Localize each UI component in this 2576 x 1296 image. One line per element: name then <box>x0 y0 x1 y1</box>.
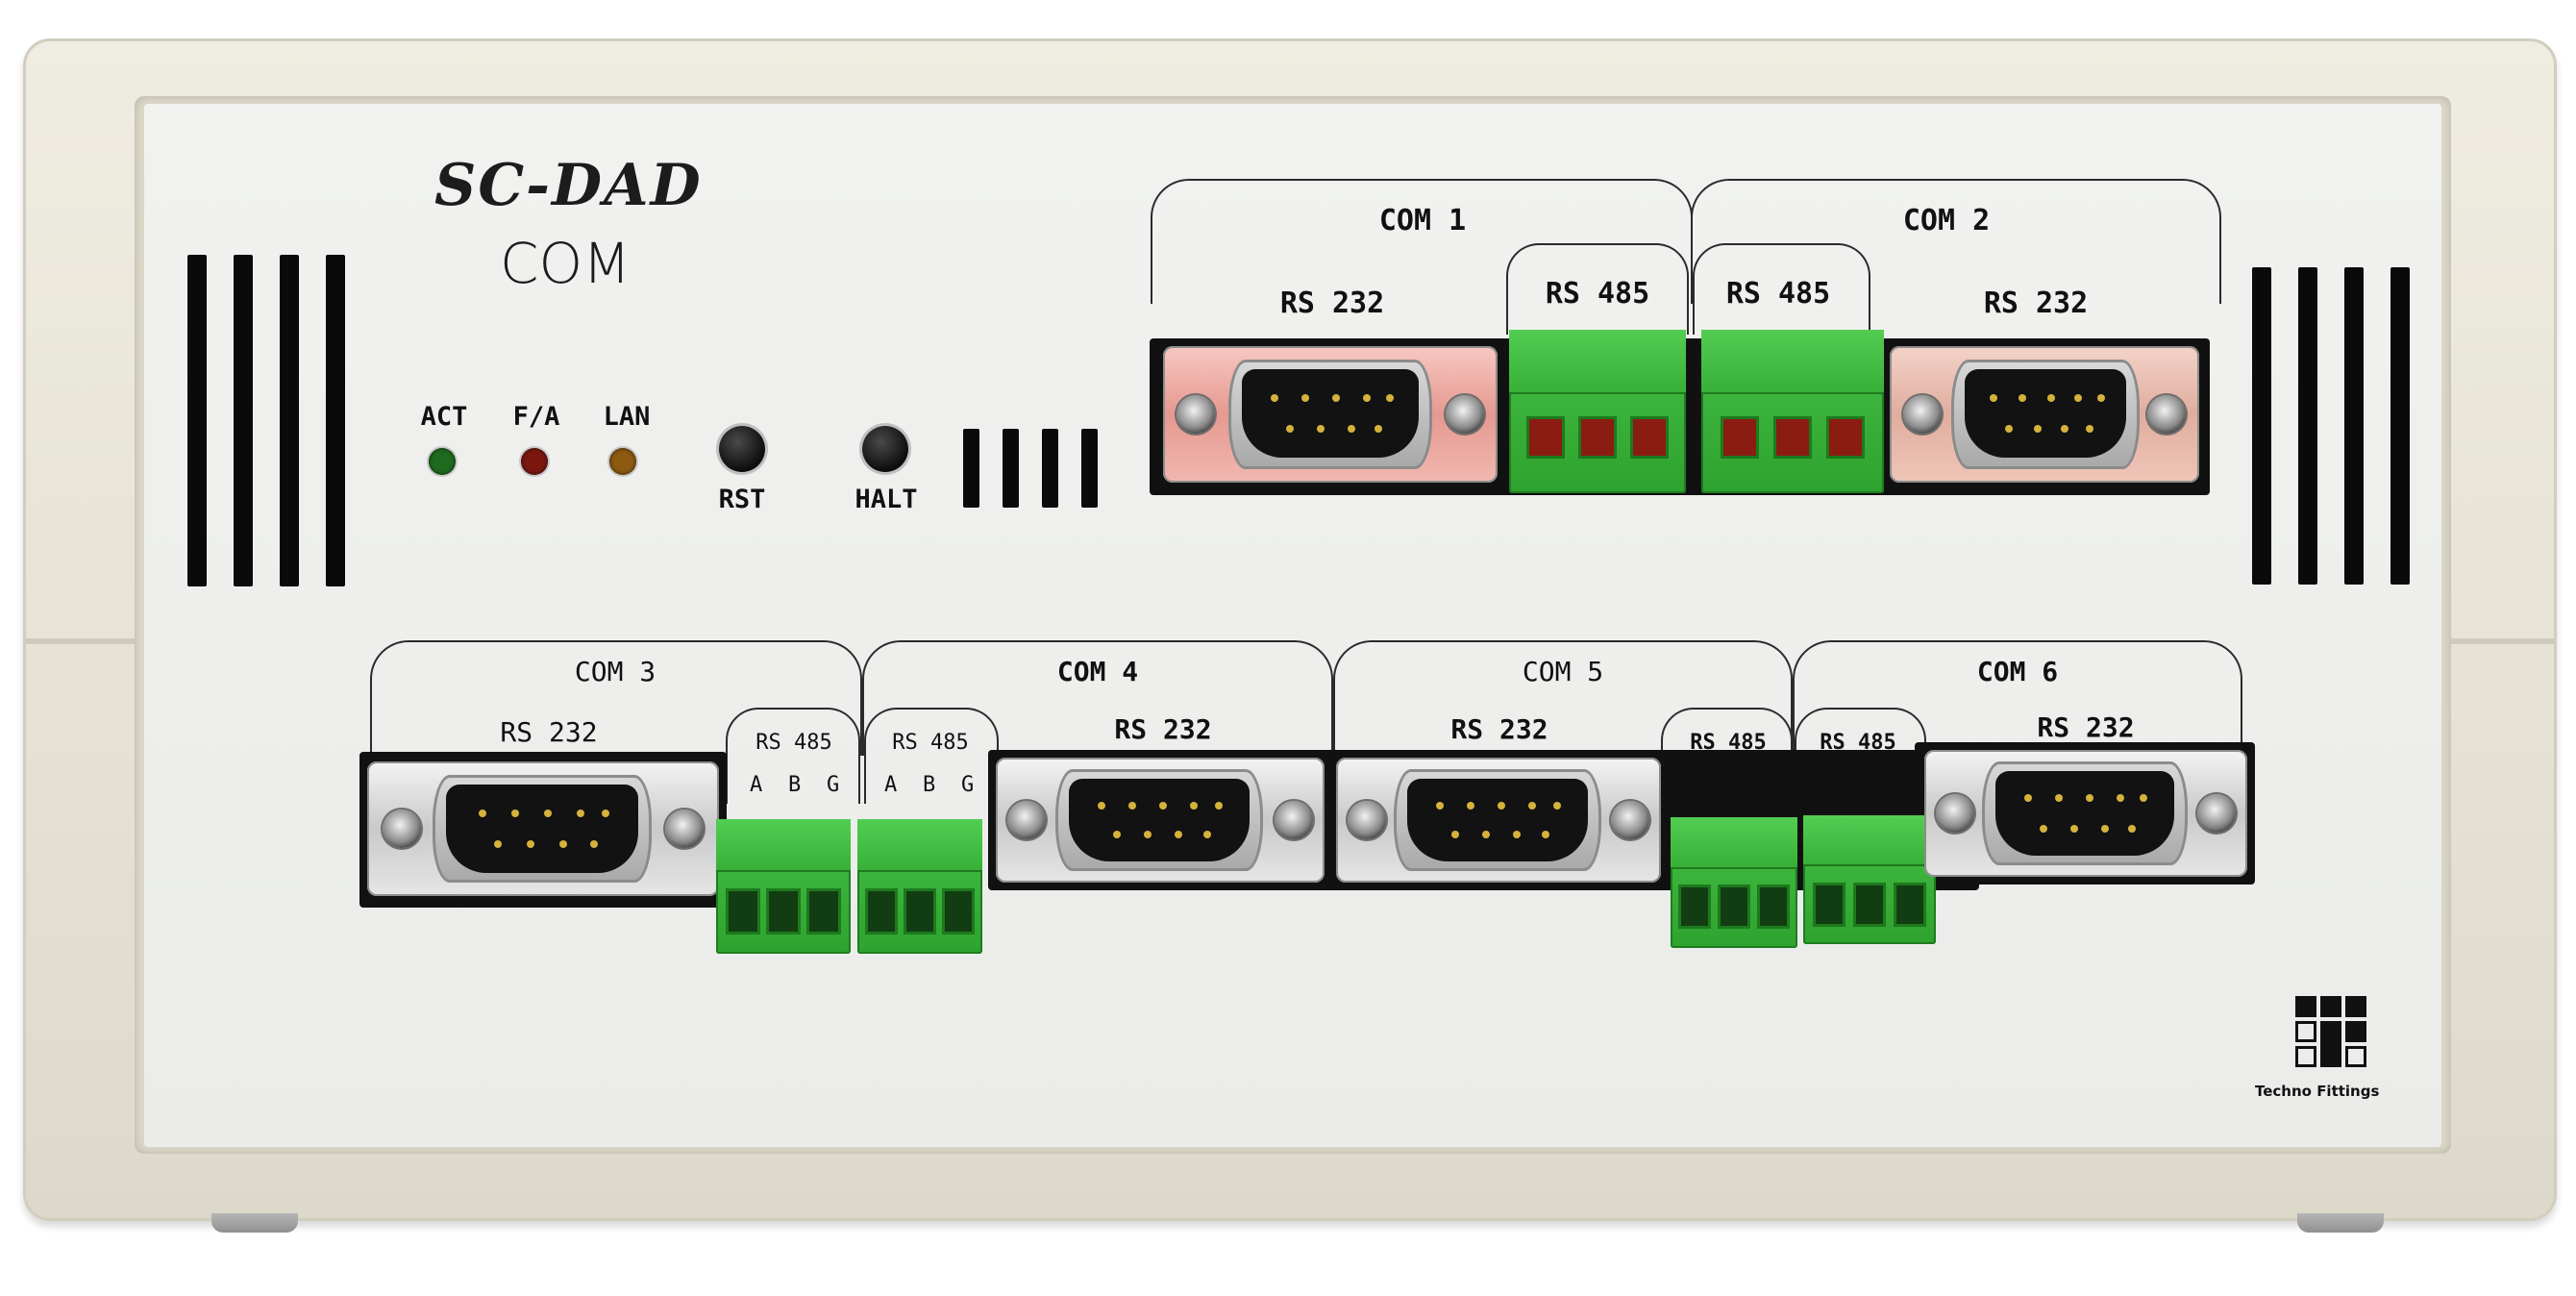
screw-icon <box>1903 395 1942 434</box>
screw-icon <box>2147 395 2186 434</box>
com2-rs485-terminal[interactable] <box>1701 330 1884 493</box>
com4-label: COM 4 <box>1056 656 1139 687</box>
com2-bracket <box>1691 179 2221 304</box>
com4-rs232-connector[interactable] <box>996 758 1325 883</box>
com4-rs485-terminal[interactable] <box>857 819 982 954</box>
com1-rs485-label: RS 485 <box>1545 277 1650 311</box>
model-subtitle: COM <box>500 231 632 296</box>
led-label-fa: F/A <box>512 402 560 432</box>
com6-rs485-terminal[interactable] <box>1803 815 1936 944</box>
com5-label: COM 5 <box>1522 656 1604 687</box>
reset-button[interactable] <box>719 426 765 472</box>
com6-rs232-connector[interactable] <box>1924 750 2247 877</box>
com5-rs485-terminal[interactable] <box>1671 817 1797 948</box>
com2-label: COM 2 <box>1902 204 1991 237</box>
com4-pin-g: G <box>961 773 975 797</box>
com1-rs232-connector[interactable] <box>1163 346 1498 483</box>
screw-icon <box>1007 801 1046 839</box>
com3-pin-b: B <box>788 773 802 797</box>
com3-rs232-connector[interactable] <box>367 761 719 896</box>
screw-icon <box>1275 801 1313 839</box>
led-label-act: ACT <box>420 402 468 432</box>
com5-bracket <box>1333 640 1793 756</box>
com2-rs485-bracket <box>1693 243 1870 335</box>
screw-icon <box>665 810 704 848</box>
com3-rs485-label: RS 485 <box>755 731 832 755</box>
screw-icon <box>1446 395 1484 434</box>
act-led-icon <box>429 448 456 475</box>
com1-rs485-terminal[interactable] <box>1509 330 1686 493</box>
com2-rs232-connector[interactable] <box>1890 346 2199 483</box>
com4-rs232-label: RS 232 <box>1114 713 1212 745</box>
halt-button[interactable] <box>862 426 908 472</box>
com2-rs485-label: RS 485 <box>1725 277 1831 311</box>
reset-button-label: RST <box>718 485 766 514</box>
com6-label: COM 6 <box>1976 656 2059 687</box>
screw-icon <box>1348 801 1386 839</box>
screw-icon <box>1611 801 1649 839</box>
com3-rs232-label: RS 232 <box>500 716 598 748</box>
com4-pin-b: B <box>923 773 936 797</box>
com3-label: COM 3 <box>574 656 656 687</box>
led-label-lan: LAN <box>603 402 651 432</box>
com5-rs232-label: RS 232 <box>1450 713 1548 745</box>
com3-rs485-bracket <box>726 708 860 804</box>
com1-rs485-bracket <box>1506 243 1689 335</box>
com3-bracket <box>370 640 862 756</box>
com4-rs485-label: RS 485 <box>892 731 969 755</box>
com4-bracket <box>862 640 1333 756</box>
lan-led-icon <box>609 448 636 475</box>
com1-rs232-label: RS 232 <box>1279 287 1385 320</box>
com1-label: COM 1 <box>1378 204 1467 237</box>
screw-icon <box>1177 395 1215 434</box>
foot-left <box>211 1213 298 1233</box>
front-panel <box>144 104 2441 1147</box>
com3-rs485-terminal[interactable] <box>716 819 851 954</box>
screw-icon <box>1936 794 1974 833</box>
foot-right <box>2297 1213 2384 1233</box>
screw-icon <box>2197 794 2236 833</box>
manufacturer-name: Techno Fittings <box>2255 1083 2380 1100</box>
screw-icon <box>383 810 421 848</box>
com6-rs232-label: RS 232 <box>2037 711 2135 743</box>
fa-led-icon <box>521 448 548 475</box>
com6-bracket <box>1793 640 2242 756</box>
com4-pin-a: A <box>884 773 898 797</box>
com3-pin-a: A <box>750 773 763 797</box>
com5-rs232-connector[interactable] <box>1336 758 1661 883</box>
com3-pin-g: G <box>827 773 840 797</box>
techno-fittings-logo-icon <box>2295 996 2366 1067</box>
halt-button-label: HALT <box>855 485 918 514</box>
model-title: SC-DAD <box>434 152 703 219</box>
com2-rs232-label: RS 232 <box>1983 287 2089 320</box>
